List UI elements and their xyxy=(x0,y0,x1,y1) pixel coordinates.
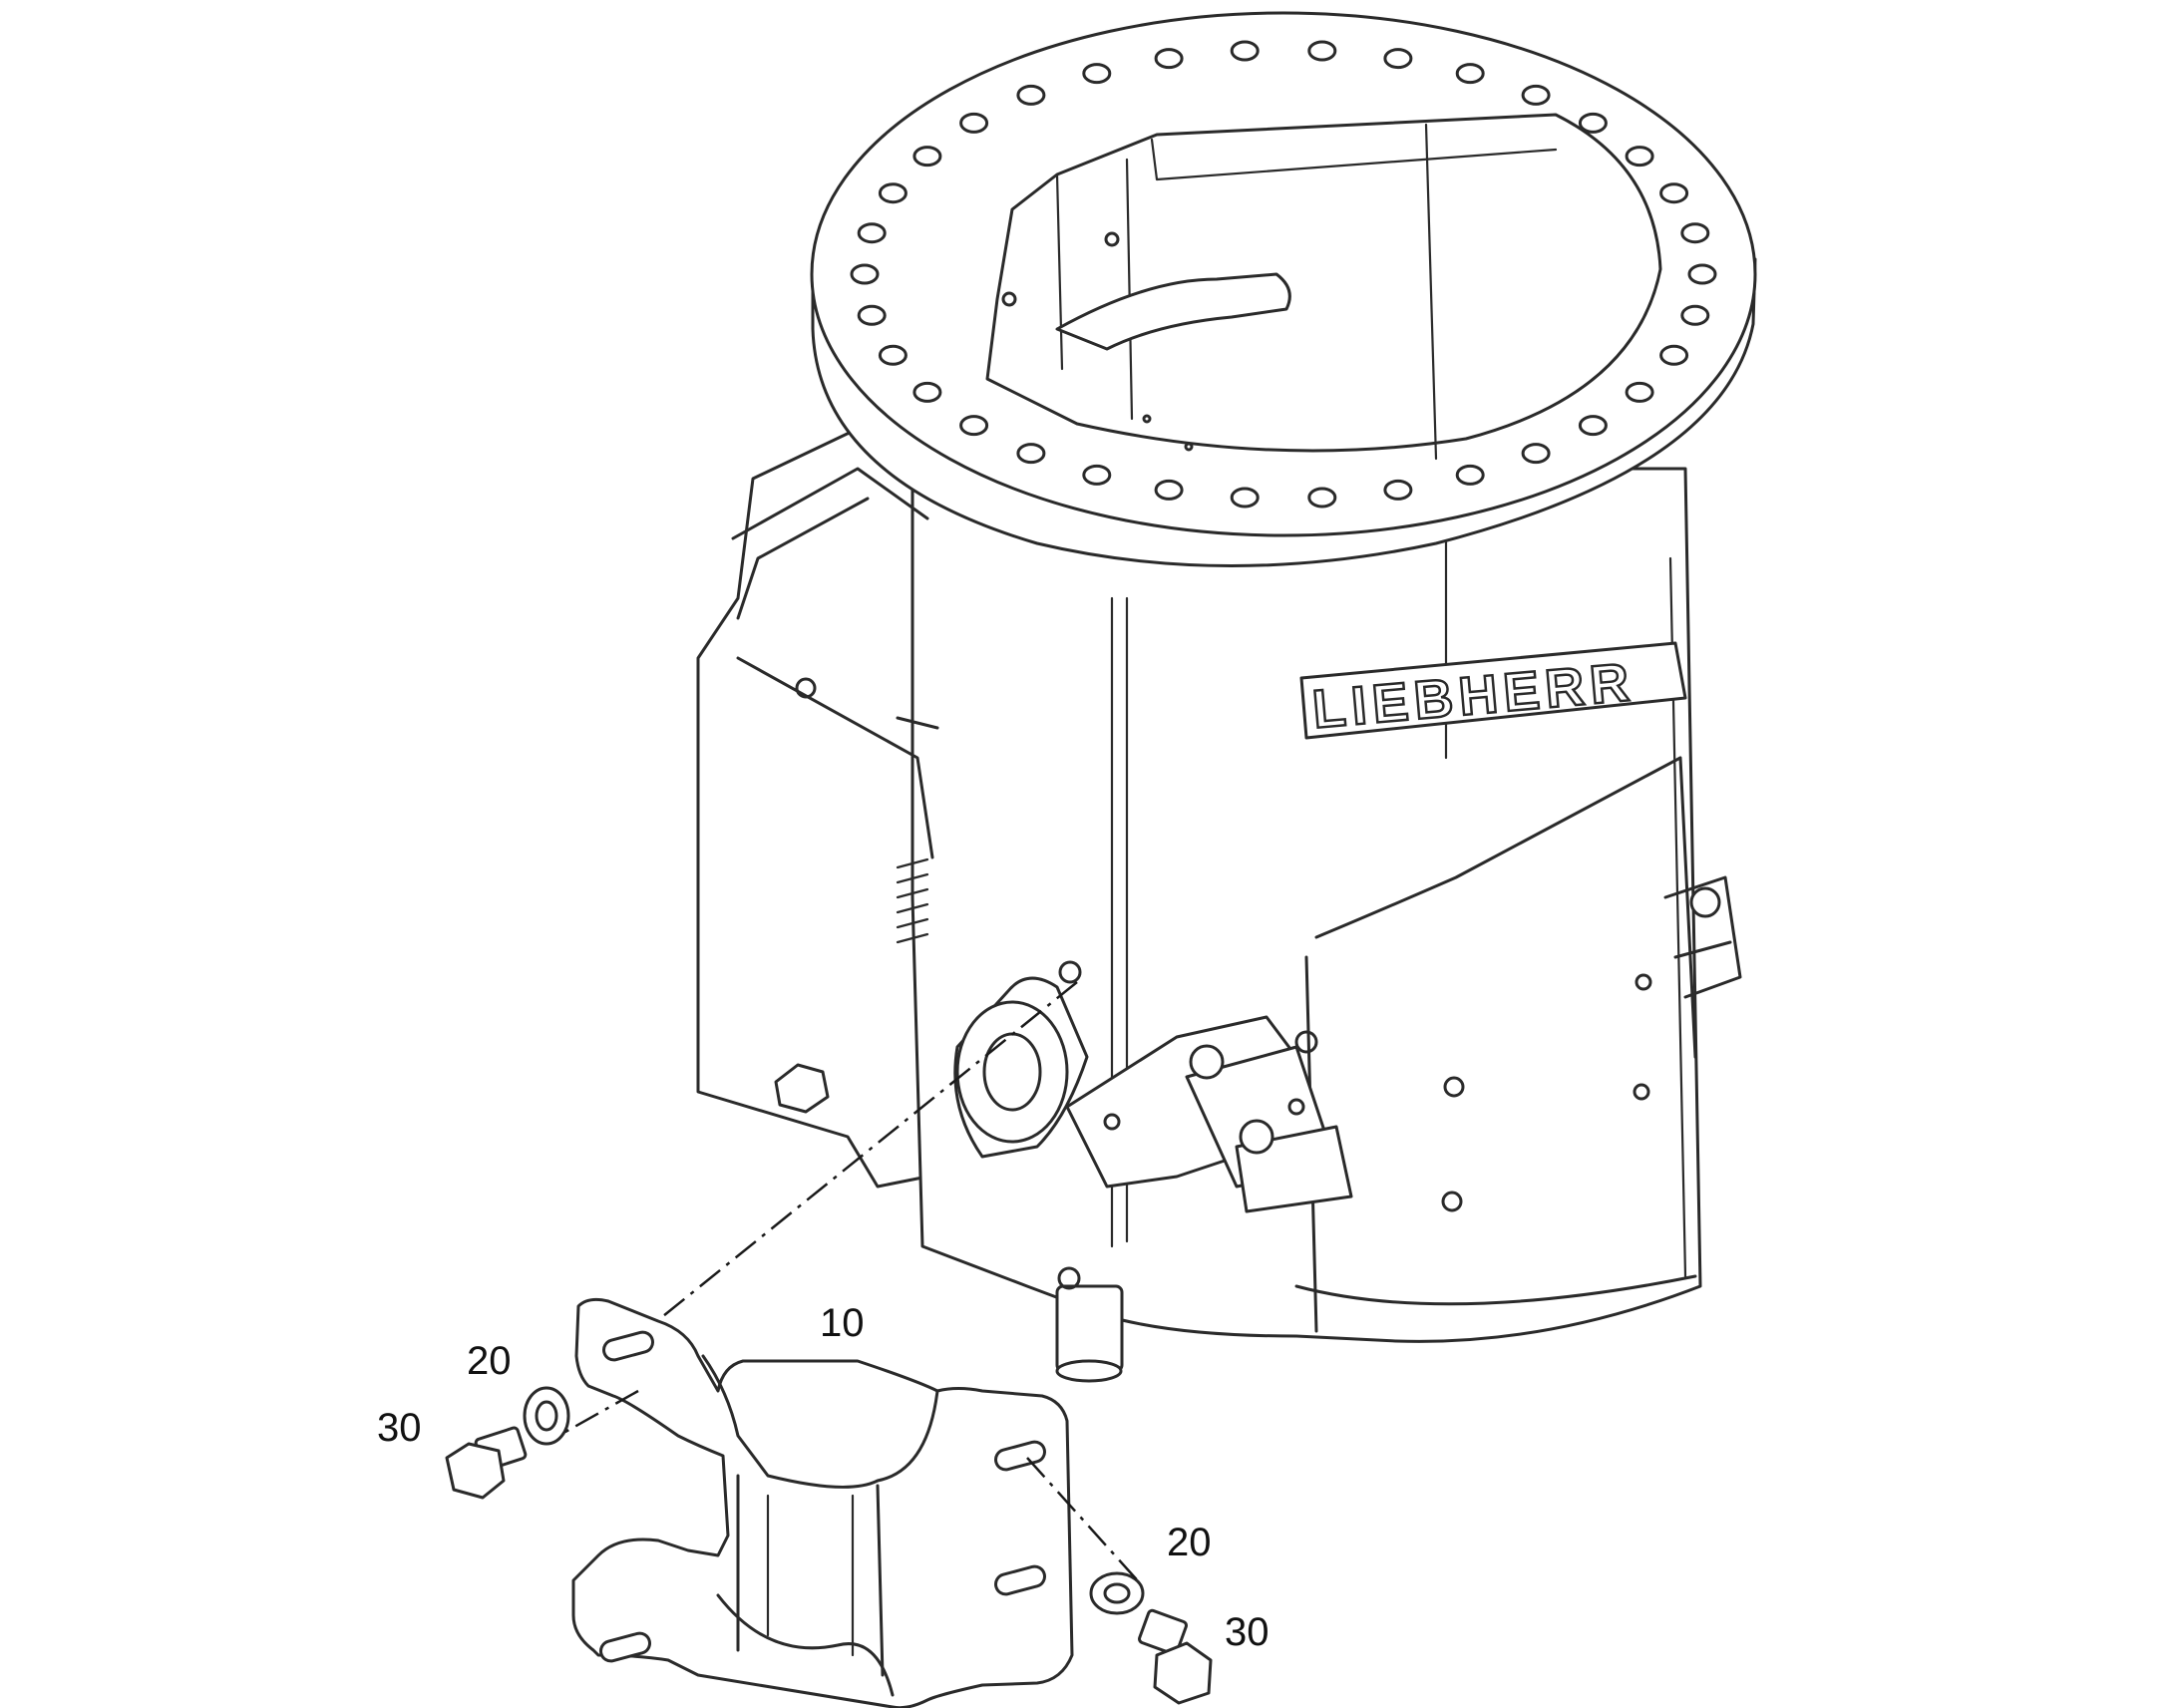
callout-20-right: 20 xyxy=(1167,1521,1212,1564)
callout-30-right: 30 xyxy=(1225,1610,1270,1654)
washer-left xyxy=(523,1386,570,1446)
ring-bolt-hole xyxy=(850,263,880,285)
assembly-centerlines xyxy=(557,981,1143,1586)
ring-bolt-hole xyxy=(959,112,989,134)
ring-bolt-hole xyxy=(1521,443,1551,465)
centerline-left xyxy=(557,1389,639,1438)
callout-20-left: 20 xyxy=(467,1339,512,1383)
ring-bolt-hole xyxy=(959,415,989,437)
ring-bolt-hole xyxy=(857,222,887,244)
ring-bolt-hole xyxy=(878,182,908,204)
ring-bolt-hole xyxy=(1680,304,1710,326)
ring-bolt-hole xyxy=(912,381,942,403)
ring-bolt-hole xyxy=(878,344,908,366)
ring-bolt-hole xyxy=(1687,263,1717,285)
ring-bolt-hole xyxy=(1578,415,1608,437)
ring-bolt-hole xyxy=(1383,479,1413,501)
ring-bolt-hole xyxy=(1455,464,1485,486)
callout-10: 10 xyxy=(820,1301,865,1345)
bolt-left xyxy=(445,1426,528,1500)
ring-bolt-hole xyxy=(1521,84,1551,106)
ring-bolt-hole xyxy=(1082,464,1112,486)
ring-bolt-hole xyxy=(857,304,887,326)
bracket-part xyxy=(571,1297,1074,1708)
ring-bolt-hole xyxy=(1230,487,1260,509)
ring-bolt-hole xyxy=(1680,222,1710,244)
ring-bolt-hole xyxy=(1307,40,1337,62)
ring-bolt-hole xyxy=(1016,84,1046,106)
housing-body xyxy=(696,427,1742,1383)
bolt-right xyxy=(1138,1608,1213,1705)
ring-flange xyxy=(810,11,1757,567)
ring-bolt-hole xyxy=(1082,63,1112,85)
ring-bolt-hole xyxy=(1659,344,1689,366)
ring-bolt-hole xyxy=(1016,443,1046,465)
ring-bolt-hole xyxy=(1230,40,1260,62)
ring-bolt-hole xyxy=(1659,182,1689,204)
centerline-upper xyxy=(662,981,1078,1317)
callout-30-left: 30 xyxy=(377,1406,422,1450)
ring-bolt-hole xyxy=(912,146,942,168)
ring-bolt-hole xyxy=(1154,48,1184,70)
ring-bolt-hole xyxy=(1383,48,1413,70)
callout-labels: 10 20 30 20 30 xyxy=(377,1301,1270,1654)
centerline-right xyxy=(1026,1457,1143,1586)
ring-bolt-hole xyxy=(1625,381,1654,403)
ring-bolt-hole xyxy=(1154,479,1184,501)
ring-bolt-hole xyxy=(1625,146,1654,168)
ring-bolt-hole xyxy=(1455,63,1485,85)
ring-bolt-hole xyxy=(1578,112,1608,134)
washer-right xyxy=(1089,1571,1145,1615)
ring-bolt-hole xyxy=(1307,487,1337,509)
ring-bolt-holes xyxy=(850,40,1717,509)
